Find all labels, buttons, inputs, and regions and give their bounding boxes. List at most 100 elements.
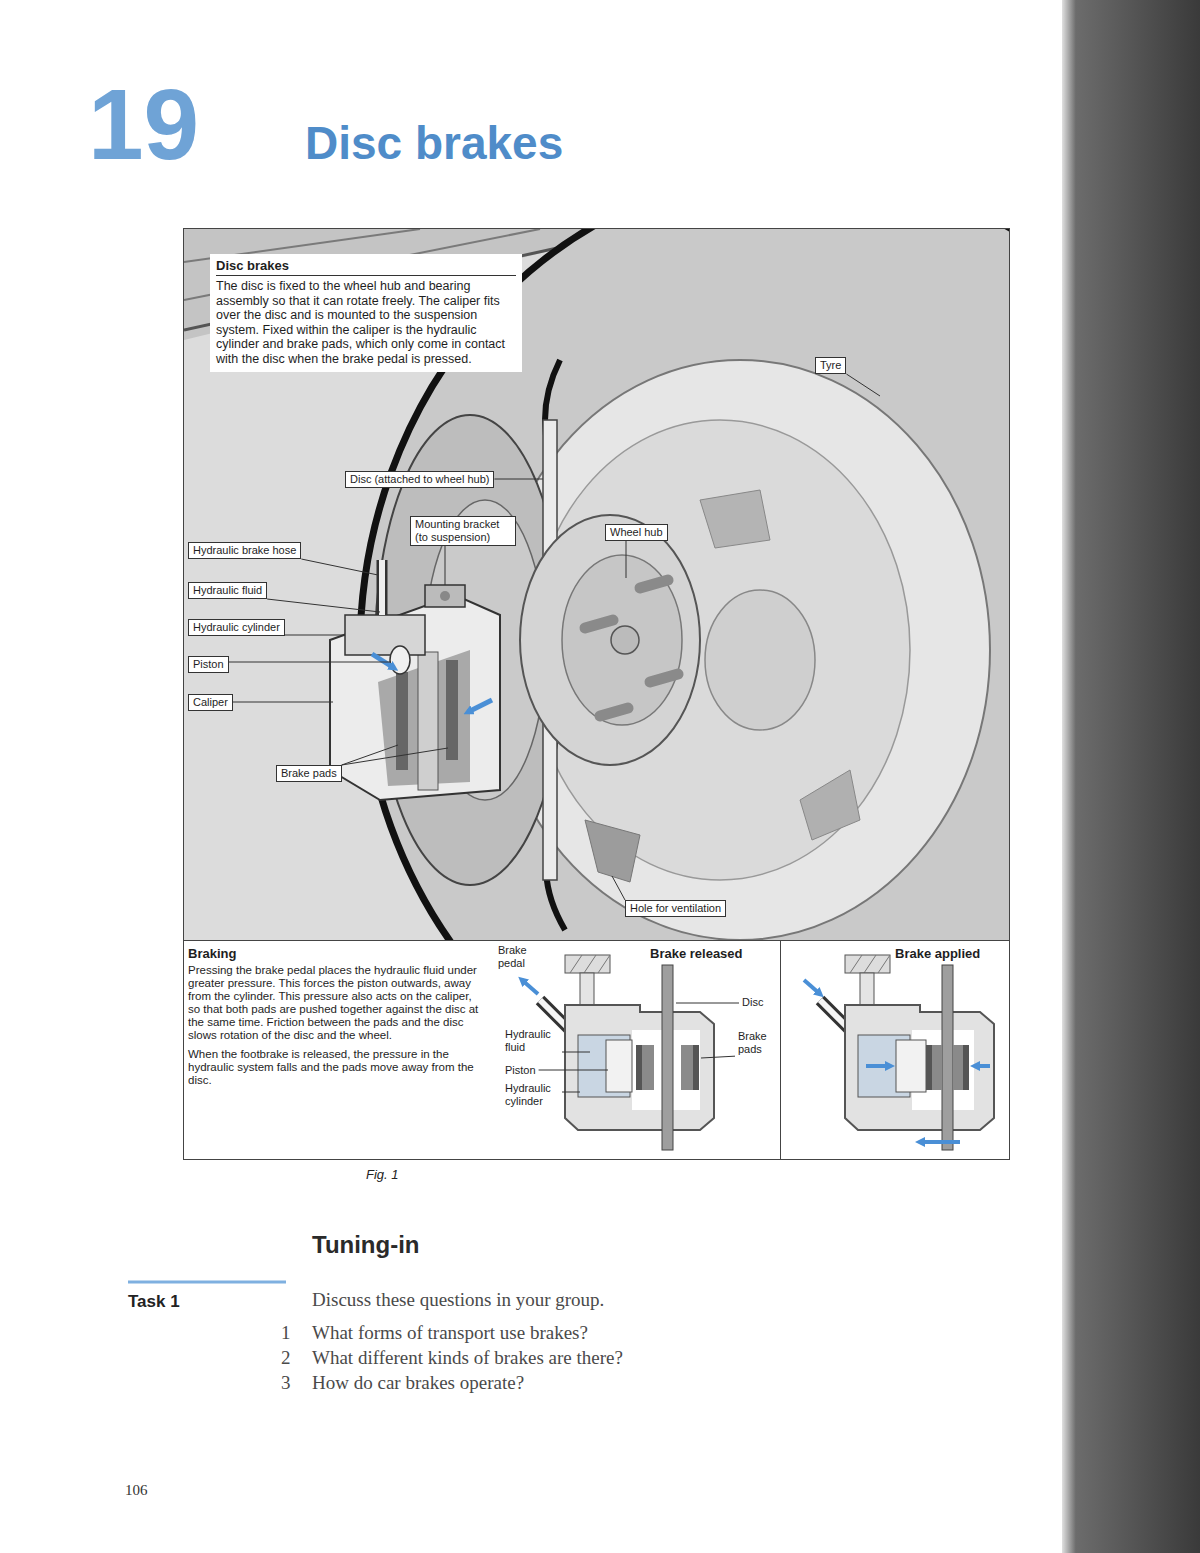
brake-applied-sketch xyxy=(932,1045,942,1090)
figure-frame xyxy=(184,229,1010,1160)
part-label: Mounting bracket (to suspension) xyxy=(410,516,516,546)
node-text: Disc brakes xyxy=(216,258,516,276)
brake-released-sketch xyxy=(681,1045,693,1090)
question: How do car brakes operate? xyxy=(312,1372,524,1394)
leader-line xyxy=(626,541,627,578)
node-text: Brake released xyxy=(650,946,780,962)
caliper xyxy=(377,560,388,615)
part-label: Hydraulic cylinder xyxy=(188,619,285,636)
brake-released-sketch xyxy=(584,955,596,973)
caliper xyxy=(418,652,438,790)
brake-released-sketch xyxy=(606,1040,632,1092)
list-number: 3 xyxy=(281,1372,291,1394)
part-label: Caliper xyxy=(188,694,233,711)
node-text: Hole for ventilation xyxy=(630,902,721,915)
node-text: Hydraulic brake hose xyxy=(193,544,296,557)
part-label: Hydraulic cylinder xyxy=(505,1082,559,1108)
brake-released-sketch xyxy=(522,955,714,1150)
brake-released-sketch xyxy=(565,955,610,973)
caliper xyxy=(440,591,450,601)
brake-applied-sketch xyxy=(942,965,953,1150)
wheel-rim xyxy=(705,590,815,730)
part-label: Brake pads xyxy=(276,765,342,782)
node-text: Wheel hub xyxy=(610,526,663,539)
brake-released-sketch xyxy=(522,980,538,994)
wheel-hub xyxy=(520,515,700,765)
instruction: Discuss these questions in your group. xyxy=(312,1289,604,1311)
part-label: Hydraulic fluid xyxy=(505,1028,559,1054)
leader-line xyxy=(676,1003,739,1004)
wheel-hub xyxy=(585,620,613,628)
wheel-hub xyxy=(611,626,639,654)
part-label: Tyre xyxy=(815,357,846,374)
brake-applied-sketch xyxy=(878,955,890,973)
chapter-title: Disc brakes xyxy=(305,120,563,166)
wheel-hub xyxy=(650,674,678,682)
node-text: The disc is fixed to the wheel hub and b… xyxy=(216,279,516,366)
leader-line xyxy=(445,546,446,585)
brake-applied-sketch xyxy=(804,980,820,994)
part-label: Wheel hub xyxy=(605,524,668,541)
node-text: Disc (attached to wheel hub) xyxy=(350,473,489,486)
wheel-hub xyxy=(640,580,668,588)
info-box: Disc brakesThe disc is fixed to the whee… xyxy=(210,254,522,372)
leader-line xyxy=(285,635,345,636)
figure-frame xyxy=(184,229,1010,1160)
brake-applied-sketch xyxy=(920,1140,960,1144)
leader-line xyxy=(539,1070,608,1071)
wheel-hub xyxy=(562,555,682,725)
part-label: Disc (attached to wheel hub) xyxy=(345,471,494,488)
figure-frame xyxy=(184,940,1009,941)
sketch-panel: Brake released xyxy=(492,941,780,1159)
leader-line xyxy=(342,745,398,765)
page-number: 106 xyxy=(125,1482,148,1499)
section-heading: Tuning-in xyxy=(312,1231,420,1259)
caliper xyxy=(390,646,410,674)
question: What forms of transport use brakes? xyxy=(312,1322,588,1344)
brake-applied-sketch xyxy=(975,1064,990,1068)
leader-line xyxy=(301,559,378,575)
part-label: Piston xyxy=(188,656,229,673)
caliper xyxy=(345,615,425,655)
figure-frame xyxy=(780,941,781,1159)
node-text: Brake applied xyxy=(895,946,1009,962)
node-text: When the footbrake is released, the pres… xyxy=(188,1048,484,1087)
wheel-rim xyxy=(800,770,860,840)
node-text: Hydraulic fluid xyxy=(193,584,262,597)
brake-released-sketch xyxy=(598,955,610,973)
scan-shadow xyxy=(1062,0,1200,1553)
brake-applied-sketch xyxy=(860,973,874,1005)
leader-line xyxy=(233,702,333,703)
part-label: Brake pads xyxy=(738,1030,772,1056)
list-number: 2 xyxy=(281,1347,291,1369)
sketch-panel: Brake applied xyxy=(781,941,1009,1159)
wheel-rim xyxy=(700,490,770,548)
brake-released-sketch xyxy=(636,1045,642,1090)
part-label: Hydraulic brake hose xyxy=(188,542,301,559)
leader-line xyxy=(562,1092,580,1093)
caliper xyxy=(330,560,500,800)
leader-line xyxy=(846,374,880,396)
task-label: Task 1 xyxy=(128,1292,180,1312)
brake-released-sketch xyxy=(693,1045,699,1090)
node-text: Braking xyxy=(188,946,484,962)
brake-applied-sketch xyxy=(896,1040,926,1092)
brake-applied-sketch xyxy=(866,1064,890,1068)
wheel-rim xyxy=(585,820,640,882)
brake-applied-sketch xyxy=(850,955,862,973)
node-text: Pressing the brake pedal places the hydr… xyxy=(188,964,484,1042)
node-text: Mounting bracket (to suspension) xyxy=(415,518,511,544)
node-text: Tyre xyxy=(820,359,841,372)
wheel-rim xyxy=(530,420,910,880)
wheel-rim xyxy=(490,360,990,940)
brake-released-sketch xyxy=(642,1045,654,1090)
leader-line xyxy=(562,1052,590,1053)
task-rule xyxy=(128,1281,286,1284)
part-label: Piston xyxy=(505,1064,536,1077)
wheel-rim xyxy=(490,360,990,940)
brake-applied-sketch xyxy=(845,955,890,973)
caliper xyxy=(330,595,500,800)
leader-line xyxy=(494,479,543,480)
